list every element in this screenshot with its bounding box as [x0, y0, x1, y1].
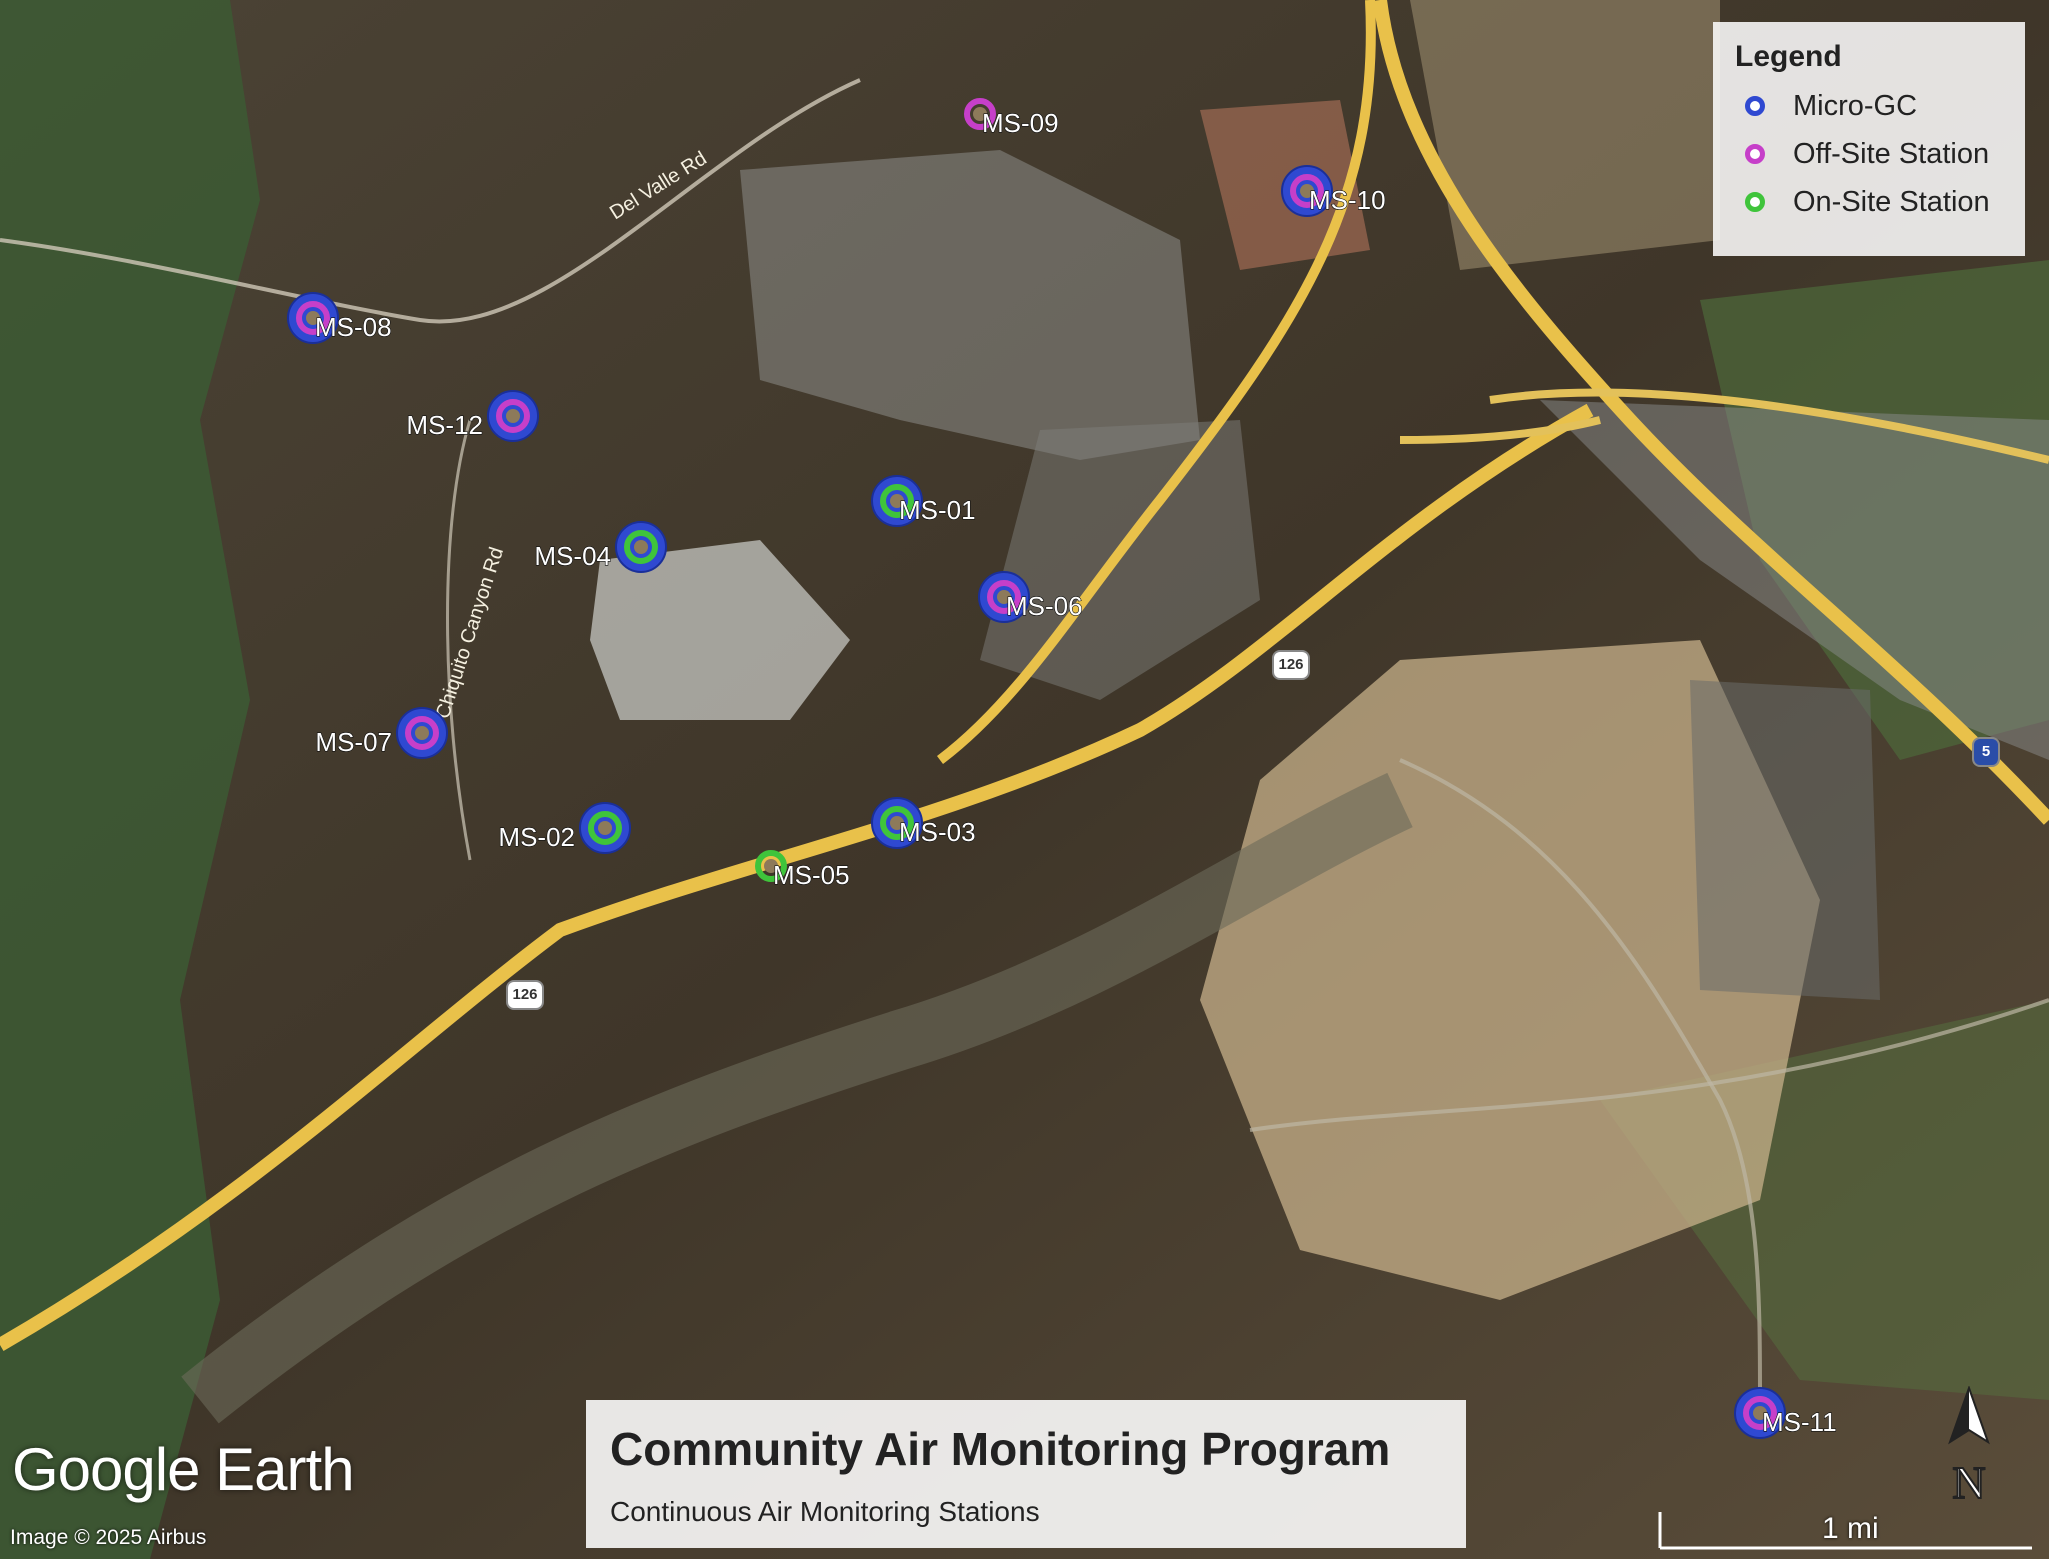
- station-ring-icon: [496, 399, 530, 433]
- legend-item-on-site: On-Site Station: [1735, 178, 2003, 226]
- google-earth-logo: Google Earth: [12, 1435, 355, 1504]
- station-ring-icon: [755, 850, 787, 882]
- station-center-icon: [1753, 1406, 1767, 1420]
- station-marker-ms-02[interactable]: MS-02: [498, 802, 631, 854]
- station-ring-icon: [296, 301, 330, 335]
- station-label: MS-04: [534, 541, 611, 571]
- station-center-icon: [506, 409, 520, 423]
- station-ring-icon: [880, 806, 914, 840]
- north-label: N: [1952, 1457, 1985, 1504]
- logo-earth: Earth: [215, 1436, 354, 1503]
- legend-item-off-site: Off-Site Station: [1735, 130, 2003, 178]
- station-center-icon: [973, 107, 987, 121]
- station-ring-icon: [987, 580, 1021, 614]
- station-label: MS-12: [406, 410, 483, 440]
- station-marker-ms-04[interactable]: MS-04: [534, 521, 667, 573]
- station-center-icon: [764, 859, 778, 873]
- station-marker-ms-07[interactable]: MS-07: [315, 707, 448, 759]
- station-center-icon: [306, 311, 320, 325]
- station-label: MS-01: [899, 495, 976, 525]
- micro-gc-swatch-icon: [1745, 96, 1765, 116]
- legend-panel: Legend Micro-GC Off-Site Station On-Site…: [1713, 22, 2025, 256]
- station-label: MS-07: [315, 727, 392, 757]
- station-label: MS-03: [899, 817, 976, 847]
- on-site-swatch-icon: [1745, 192, 1765, 212]
- station-center-icon: [890, 494, 904, 508]
- station-label: MS-10: [1309, 185, 1386, 215]
- station-marker-ms-09[interactable]: MS-09: [964, 98, 1059, 139]
- station-label: MS-09: [982, 108, 1059, 138]
- scale-bar: [1658, 1512, 2032, 1550]
- interstate-shield-5: 5: [1972, 737, 2000, 767]
- scale-label: 1 mi: [1822, 1512, 1879, 1545]
- map-title: Community Air Monitoring Program: [610, 1423, 1391, 1475]
- legend-title: Legend: [1735, 40, 1842, 73]
- legend-label: Off-Site Station: [1793, 137, 1990, 170]
- station-center-icon: [415, 726, 429, 740]
- legend-label: On-Site Station: [1793, 185, 1990, 218]
- station-ring-icon: [588, 811, 622, 845]
- station-ring-icon: [1290, 174, 1324, 208]
- station-marker-ms-01[interactable]: MS-01: [871, 475, 976, 527]
- station-ring-icon: [624, 530, 658, 564]
- station-label: MS-05: [773, 860, 850, 890]
- north-arrow-icon: N: [1948, 1386, 1990, 1504]
- station-label: MS-08: [315, 312, 392, 342]
- station-marker-ms-12[interactable]: MS-12: [406, 390, 539, 442]
- station-label: MS-11: [1762, 1407, 1837, 1437]
- highway-shield-126-south: 126: [506, 980, 544, 1010]
- map-subtitle: Continuous Air Monitoring Stations: [610, 1496, 1040, 1527]
- off-site-swatch-icon: [1745, 144, 1765, 164]
- imagery-copyright: Image © 2025 Airbus: [10, 1526, 207, 1549]
- station-label: MS-02: [498, 822, 575, 852]
- legend-label: Micro-GC: [1793, 89, 1918, 122]
- map-title-box: Community Air Monitoring Program Continu…: [586, 1400, 1466, 1548]
- station-label: MS-06: [1006, 591, 1083, 621]
- station-center-icon: [598, 821, 612, 835]
- station-marker-ms-08[interactable]: MS-08: [287, 292, 392, 344]
- logo-google: Google: [12, 1436, 200, 1503]
- station-center-icon: [634, 540, 648, 554]
- station-marker-ms-05[interactable]: MS-05: [755, 850, 850, 891]
- station-center-icon: [1300, 184, 1314, 198]
- highway-shield-126: 126: [1272, 650, 1310, 680]
- station-ring-icon: [880, 484, 914, 518]
- station-center-icon: [890, 816, 904, 830]
- station-ring-icon: [964, 98, 996, 130]
- station-marker-ms-03[interactable]: MS-03: [871, 797, 976, 849]
- legend-item-micro-gc: Micro-GC: [1735, 82, 2003, 130]
- station-ring-icon: [405, 716, 439, 750]
- station-ring-icon: [1743, 1396, 1777, 1430]
- station-marker-ms-10[interactable]: MS-10: [1281, 165, 1386, 217]
- station-marker-ms-06[interactable]: MS-06: [978, 571, 1083, 623]
- station-center-icon: [997, 590, 1011, 604]
- station-marker-ms-11[interactable]: MS-11: [1734, 1387, 1837, 1439]
